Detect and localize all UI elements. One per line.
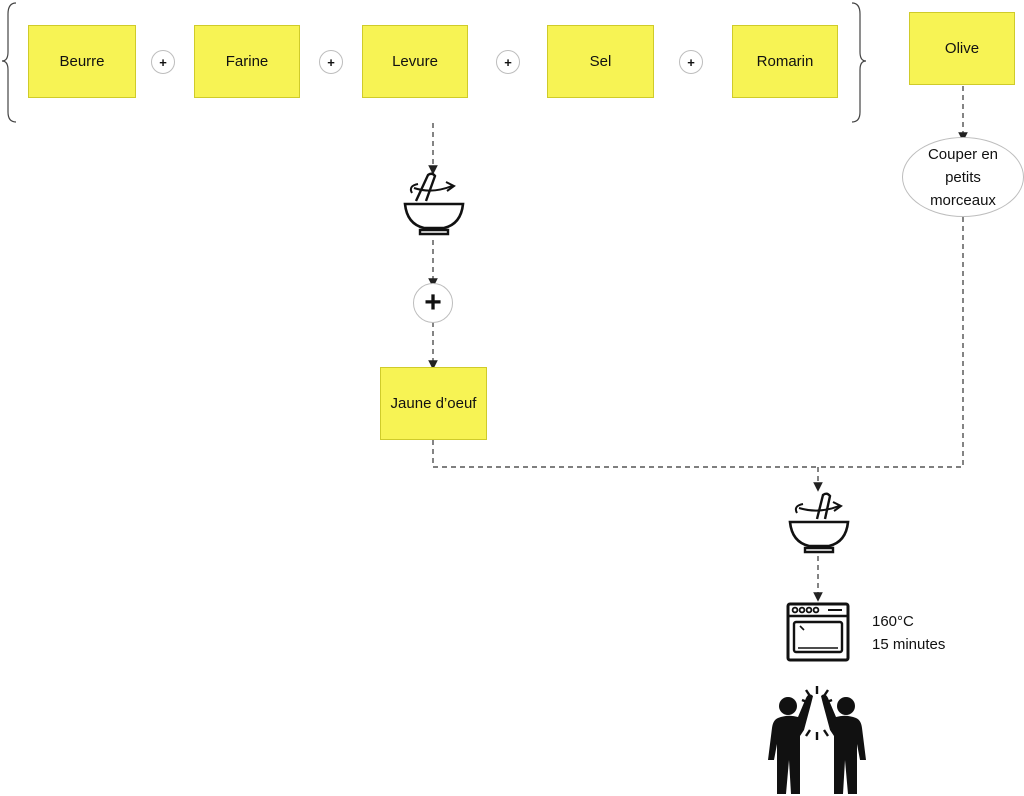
- ingredient-box-romarin: Romarin: [732, 25, 838, 98]
- plus-icon: +: [319, 50, 343, 74]
- plus-icon: +: [679, 50, 703, 74]
- ingredient-label: Sel: [589, 53, 612, 70]
- ingredient-label: Levure: [392, 53, 438, 70]
- ingredient-box-levure: Levure: [362, 25, 468, 98]
- ingredient-box-olive: Olive: [909, 12, 1015, 85]
- mixing-bowl-icon: [403, 172, 465, 236]
- plus-icon: +: [496, 50, 520, 74]
- ingredient-label: Jaune d’oeuf: [390, 395, 477, 412]
- mixing-bowl-icon: [788, 492, 850, 554]
- cut-step-label: Couper en petits morceaux: [927, 145, 999, 209]
- ingredient-label: Romarin: [756, 53, 814, 70]
- plus-icon: +: [413, 283, 453, 323]
- oven-temperature: 160°C: [872, 613, 914, 630]
- high-five-icon: [768, 686, 866, 794]
- ingredient-box-farine: Farine: [194, 25, 300, 98]
- plus-icon: +: [151, 50, 175, 74]
- left-brace: [1, 2, 17, 123]
- ingredient-label: Olive: [944, 40, 980, 57]
- cut-step-node: Couper en petits morceaux: [902, 137, 1024, 217]
- line-cut-to-merge: [818, 217, 964, 468]
- ingredient-box-sel: Sel: [547, 25, 654, 98]
- ingredient-label: Farine: [225, 53, 269, 70]
- oven-duration: 15 minutes: [872, 636, 946, 653]
- right-brace: [851, 2, 867, 123]
- oven-icon: [786, 602, 850, 662]
- ingredient-box-beurre: Beurre: [28, 25, 136, 98]
- oven-settings: 160°C 15 minutes: [872, 610, 945, 656]
- line-yolk-to-merge: [432, 440, 818, 468]
- ingredient-label: Beurre: [59, 53, 105, 70]
- ingredient-box-jaune-doeuf: Jaune d’oeuf: [380, 367, 487, 440]
